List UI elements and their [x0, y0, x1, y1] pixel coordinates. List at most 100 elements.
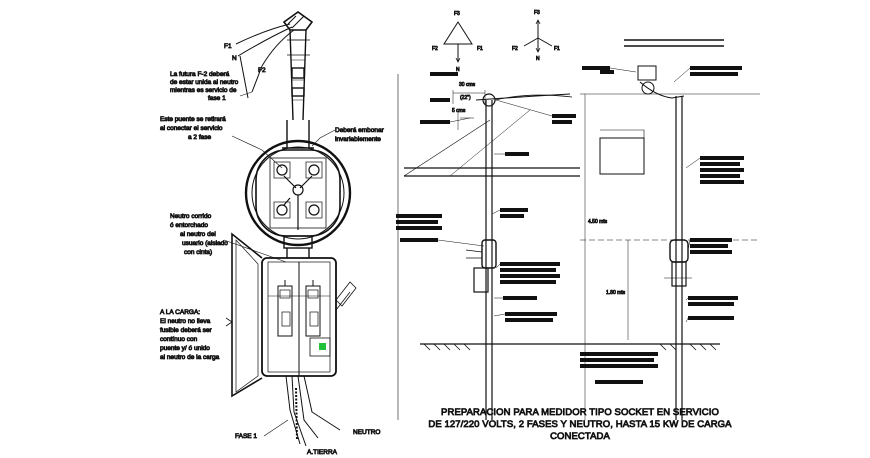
label-n: N [232, 55, 237, 62]
callout-leader [493, 313, 506, 317]
svg-text:PREPARACION PARA MEDIDOR TIPO: PREPARACION PARA MEDIDOR TIPO SOCKET EN … [441, 407, 719, 418]
status-indicator [319, 343, 326, 350]
callout-text-block [420, 120, 450, 124]
svg-text:N: N [456, 67, 460, 73]
callout-text-block [690, 250, 732, 254]
callout-text-block [595, 380, 643, 384]
callout-text-block [500, 274, 560, 278]
dim-180: 1.80 mts [606, 290, 626, 296]
callout-leader [449, 117, 471, 123]
callout-blocks [396, 66, 744, 384]
svg-text:Este puente se retirará: Este puente se retirará [160, 116, 226, 123]
svg-text:Neutro corrido: Neutro corrido [170, 213, 212, 220]
callout-text-block [700, 180, 744, 184]
right-pole-detail: F3 F2 F1 N F3 F2 F1 N [396, 10, 760, 442]
callout-leader [687, 239, 691, 251]
dim-30: 30 cms [459, 82, 476, 88]
svg-text:CONECTADA: CONECTADA [550, 431, 610, 442]
label-f1: F1 [224, 43, 232, 50]
note-bridge: Este puente se retirará al conectar el s… [160, 116, 283, 169]
drawing-caption: PREPARACION PARA MEDIDOR TIPO SOCKET EN … [428, 407, 732, 443]
svg-text:F1: F1 [554, 46, 560, 52]
utility-pole [624, 39, 724, 420]
callout-text-block [503, 296, 537, 300]
outgoing-conductors [285, 375, 341, 447]
callout-leader [495, 99, 553, 117]
label-neutro: NEUTRO [353, 429, 380, 436]
svg-text:al conectar el servicio: al conectar el servicio [160, 125, 223, 132]
svg-text:fusible deberá ser: fusible deberá ser [160, 327, 213, 334]
vector-diagram-delta: F3 F2 F1 N [432, 11, 484, 74]
svg-text:El neutro no lleva: El neutro no lleva [160, 318, 211, 325]
svg-text:F3: F3 [454, 11, 460, 17]
callout-text-block [396, 220, 438, 224]
callout-text-block [690, 66, 742, 70]
callout-text-block [690, 244, 728, 248]
callout-text-block [580, 352, 658, 356]
svg-text:F2: F2 [512, 46, 518, 52]
callout-text-block [430, 98, 450, 102]
svg-text:fase 1: fase 1 [208, 95, 226, 102]
callout-text-block [580, 364, 658, 368]
svg-text:usuario (aislado: usuario (aislado [182, 240, 228, 247]
callout-text-block [500, 262, 560, 266]
callout-text-block [500, 268, 556, 272]
callout-text-block [688, 296, 738, 300]
svg-text:F2: F2 [432, 46, 438, 52]
note-neutral: Neutro corrido ó entorchado al neutro de… [170, 213, 287, 263]
dim-5: 5 cms [452, 108, 466, 114]
callout-leader [673, 67, 691, 83]
callout-leader [685, 317, 689, 323]
callout-text-block [582, 66, 610, 70]
meter-socket [244, 120, 352, 258]
note-embed: Deberá embonar invariablemente [311, 127, 385, 147]
wall-box [599, 137, 645, 175]
building-roof [397, 74, 580, 420]
dimensions [452, 90, 760, 420]
callout-text-block [430, 72, 458, 76]
callout-leader [437, 239, 485, 247]
callout-text-block [580, 358, 654, 362]
note-load: A LA CARGA: El neutro no lleva fusible d… [160, 309, 233, 361]
callout-text-block [400, 238, 438, 242]
svg-text:con cinta): con cinta) [184, 249, 212, 256]
service-conductors [235, 23, 295, 99]
service-mast-right [465, 93, 573, 420]
svg-text:F1: F1 [477, 46, 483, 52]
callout-text-block [688, 302, 734, 306]
callout-leader [609, 67, 637, 73]
svg-text:invariablemente: invariablemente [335, 136, 381, 143]
callout-leader [685, 297, 689, 301]
callout-text-block [500, 280, 556, 284]
svg-text:La futura F-2 deberá: La futura F-2 deberá [170, 71, 230, 78]
callout-text-block [600, 70, 614, 74]
svg-text:puente y/ ó unido: puente y/ ó unido [160, 345, 210, 352]
note-future-f2: La futura F-2 deberá de estar unida al n… [170, 71, 253, 102]
callout-leader [491, 209, 501, 215]
callout-text-block [688, 316, 734, 320]
svg-text:al neutro del: al neutro del [180, 231, 216, 238]
callout-text-block [700, 174, 740, 178]
svg-text:N: N [536, 56, 540, 62]
callout-text-block [700, 156, 744, 160]
svg-text:a 2 fase: a 2 fase [188, 134, 212, 141]
label-f2: F2 [258, 67, 266, 74]
callout-text-block [700, 162, 740, 166]
vector-diagram-star: F3 F2 F1 N [512, 10, 561, 63]
callout-text-block [500, 208, 528, 212]
callout-text-block [552, 114, 576, 118]
svg-text:F3: F3 [534, 10, 540, 16]
svg-text:de estar unida al neutro: de estar unida al neutro [170, 79, 239, 86]
callout-text-block [396, 214, 442, 218]
weatherhead [282, 11, 314, 121]
callout-leader [495, 263, 501, 269]
callout-text-block [552, 120, 572, 124]
svg-text:al neutro de la carga: al neutro de la carga [160, 354, 220, 361]
callout-text-block [700, 168, 744, 172]
callout-text-block [690, 238, 732, 242]
svg-text:Deberá embonar: Deberá embonar [335, 127, 385, 134]
label-fase1: FASE 1 [235, 433, 257, 440]
svg-text:DE 127/220 VOLTS, 2 FASES Y NE: DE 127/220 VOLTS, 2 FASES Y NEUTRO, HAST… [428, 419, 732, 430]
meter-enclosure [231, 232, 357, 398]
